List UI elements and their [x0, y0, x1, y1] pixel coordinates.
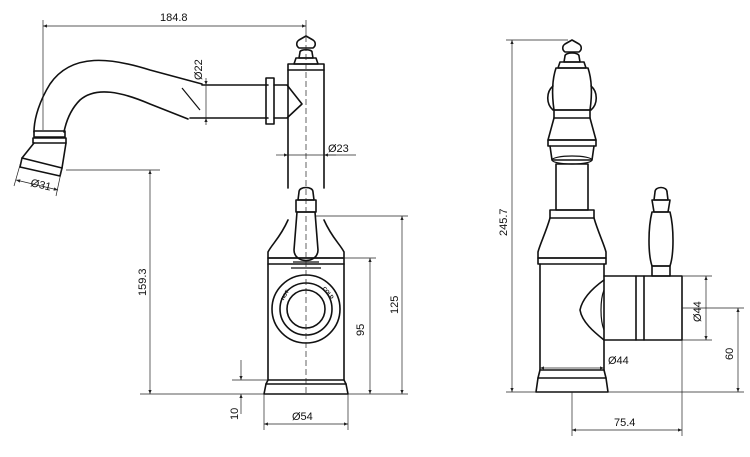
lever-handle [291, 186, 321, 269]
hot-label: HOT [280, 289, 290, 301]
dim-label-valve-offset: 60 [724, 348, 736, 360]
dim-label-valve-dia: Ø44 [692, 301, 704, 322]
side-lever-handle [648, 186, 674, 277]
side-view: 245.7 Ø44 60 Ø44 75.4 [498, 39, 744, 436]
dim-label-valve-center-height: 95 [355, 324, 367, 336]
dim-body-dia: Ø23 [276, 143, 356, 157]
front-view: HOT COLD 184.8 Ø22 Ø23 [13, 12, 408, 430]
dim-label-handle-height: 125 [389, 296, 401, 314]
dim-label-overall-width: 184.8 [160, 12, 188, 24]
dim-outlet-dia: Ø31 [13, 157, 63, 197]
dim-label-spout-height: 159.3 [137, 268, 149, 296]
dim-label-base-dia: Ø54 [292, 411, 313, 423]
body-column [287, 35, 325, 189]
side-upper-body [546, 67, 598, 219]
spout-tube [189, 77, 303, 125]
dim-label-spout-tube-dia: Ø22 [193, 59, 205, 80]
dim-label-collar-dia: Ø44 [608, 355, 629, 367]
side-valve-body [579, 275, 683, 341]
side-finial [557, 39, 587, 69]
dim-handle-height: 125 [316, 215, 408, 395]
dim-label-total-height: 245.7 [498, 208, 510, 236]
base [263, 379, 349, 395]
dim-label-outlet-dia: Ø31 [29, 177, 52, 193]
dim-base-height: 10 [229, 360, 268, 420]
dim-collar-dia: Ø44 [540, 355, 629, 370]
dim-base-dia: Ø54 [263, 394, 349, 430]
dim-side-depth: 75.4 [571, 340, 683, 436]
dim-total-height: 245.7 [498, 39, 568, 393]
side-lower-body [535, 217, 609, 393]
spout [19, 59, 203, 177]
dim-label-body-dia: Ø23 [328, 143, 349, 155]
dim-label-side-depth: 75.4 [614, 417, 635, 429]
dim-label-base-height: 10 [229, 408, 241, 420]
dim-valve-offset: 60 [608, 307, 744, 393]
dim-spout-tube-dia: Ø22 [193, 59, 208, 125]
dim-valve-center-height: 95 [330, 257, 376, 395]
dim-spout-height: 159.3 [66, 169, 264, 395]
dim-overall-width: 184.8 [42, 12, 307, 130]
